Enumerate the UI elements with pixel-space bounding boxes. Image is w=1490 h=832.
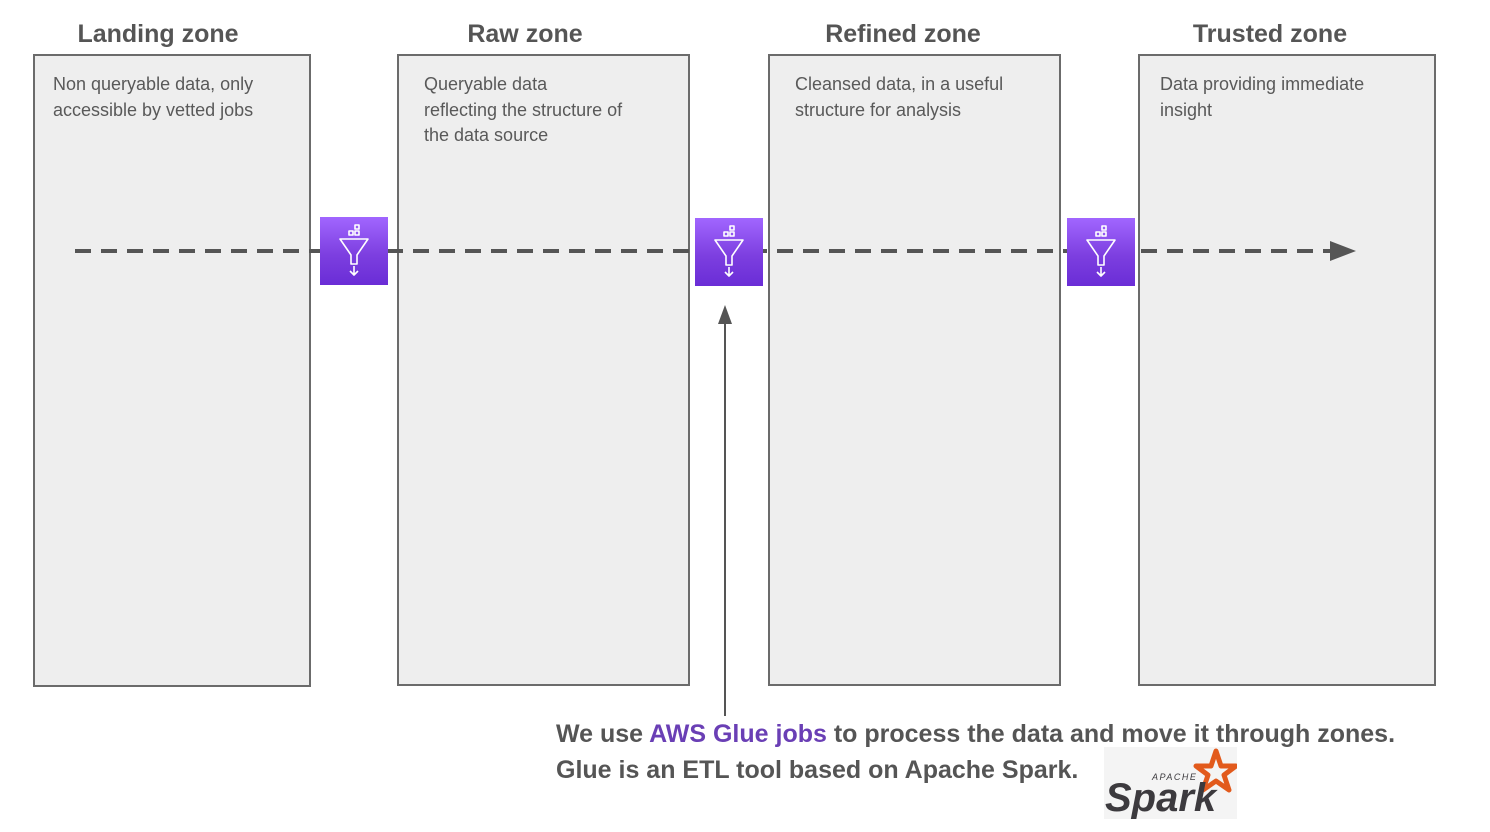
zone-title-raw: Raw zone [467,20,583,48]
spark-star-icon: APACHE Spark [1105,748,1239,820]
footer-line-2: Glue is an ETL tool based on Apache Spar… [556,756,1079,784]
aws-glue-jobs-highlight: AWS Glue jobs [649,720,827,748]
glue-job-icon [320,217,388,285]
funnel-icon [339,224,369,276]
zone-description-landing: Non queryable data, only accessible by v… [53,74,254,120]
zone-box-refined [768,54,1061,686]
pointer-arrowhead [718,305,732,324]
zone-title-landing: Landing zone [77,20,239,48]
funnel-icon [1086,225,1116,277]
zone-title-trusted: Trusted zone [1192,20,1348,48]
flow-arrowhead [1330,241,1356,261]
zone-box-trusted [1138,54,1436,686]
zone-description-refined: Cleansed data, in a useful structure for… [795,74,1004,120]
footer-prefix: We use [556,720,650,748]
zone-title-refined: Refined zone [825,20,981,48]
spark-star [1193,748,1239,793]
logo-spark-text: Spark [1105,776,1218,819]
zone-box-raw [397,54,690,686]
glue-job-icon [695,218,763,286]
glue-job-icon [1067,218,1135,286]
apache-spark-logo: APACHE Spark [1104,747,1239,820]
zone-description-trusted: Data providing immediate insight [1160,74,1365,120]
footer-line-1: We use AWS Glue jobs to process the data… [556,717,1395,751]
funnel-icon [714,225,744,277]
zone-description-raw: Queryable data reflecting the structure … [424,74,623,145]
zone-box-landing [33,54,311,687]
logo-apache-text: APACHE [1151,772,1197,782]
footer-suffix: to process the data and move it through … [826,720,1396,748]
